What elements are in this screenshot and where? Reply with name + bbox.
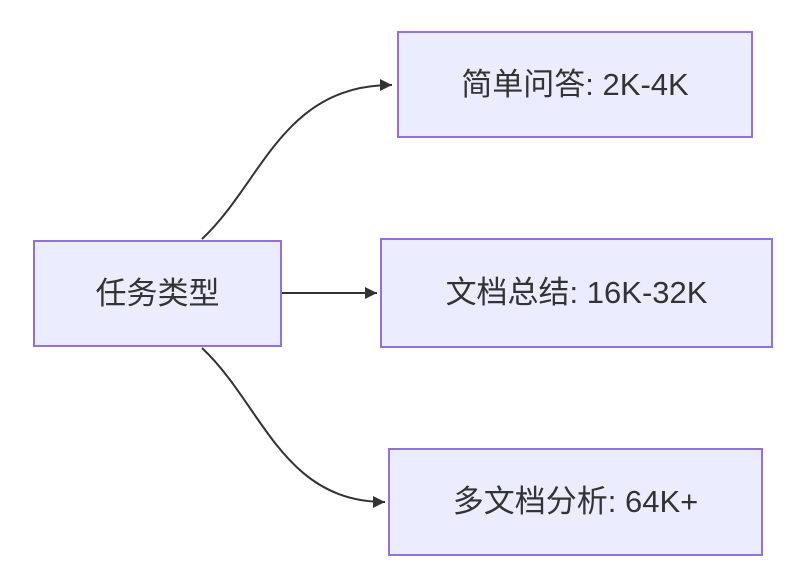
node-doc-summary: 文档总结: 16K-32K bbox=[380, 238, 773, 348]
node-simple-qa-label: 简单问答: 2K-4K bbox=[461, 66, 689, 102]
node-task-type: 任务类型 bbox=[33, 240, 282, 347]
node-multidoc-analysis-label: 多文档分析: 64K+ bbox=[452, 484, 699, 520]
edge-root-to-top bbox=[201, 79, 393, 240]
node-doc-summary-label: 文档总结: 16K-32K bbox=[445, 275, 708, 311]
node-multidoc-analysis: 多文档分析: 64K+ bbox=[388, 448, 763, 556]
node-task-type-label: 任务类型 bbox=[95, 275, 220, 311]
edge-root-to-bottom bbox=[201, 347, 386, 508]
node-simple-qa: 简单问答: 2K-4K bbox=[397, 31, 753, 138]
